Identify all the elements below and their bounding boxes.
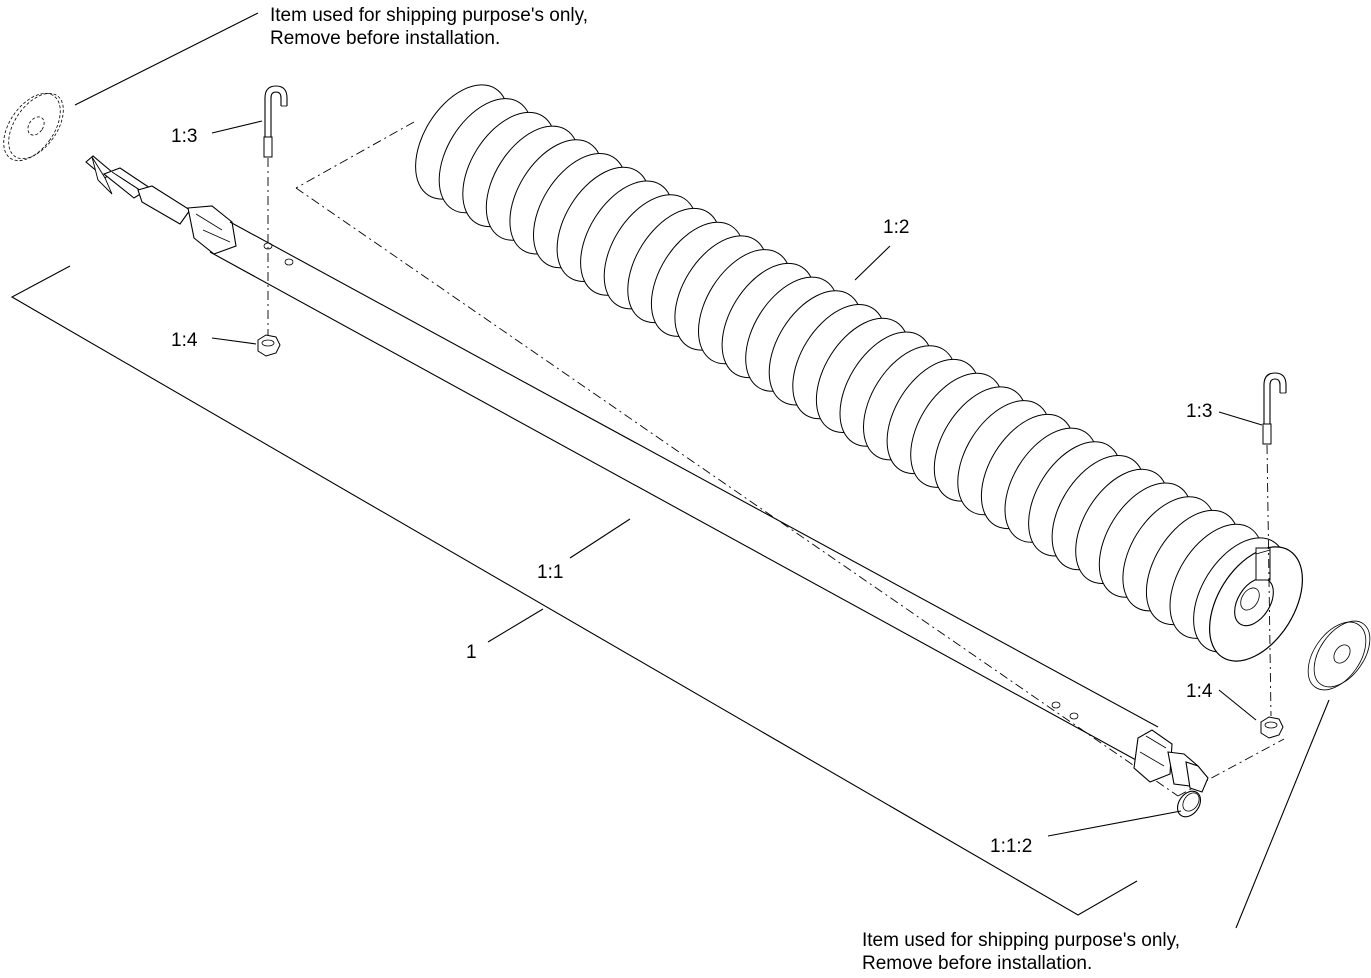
shaft	[85, 155, 1209, 793]
hex-nut-left	[257, 334, 281, 357]
callout-nut-right: 1:4	[1186, 681, 1213, 702]
roller-drum	[415, 84, 1304, 662]
callout-shaft: 1:1	[537, 562, 563, 583]
callout-assembly: 1	[466, 642, 477, 663]
callout-retaining-ring: 1:1:2	[990, 836, 1032, 857]
shipping-note-bottom-line1: Item used for shipping purpose's only,	[862, 930, 1180, 951]
assembly-bracket	[10, 265, 1138, 916]
callout-hook-left: 1:3	[171, 126, 197, 147]
callout-roller: 1:2	[883, 217, 909, 238]
shipping-note-top-line2: Remove before installation.	[270, 28, 500, 49]
callout-hook-right: 1:3	[1186, 401, 1212, 422]
callout-nut-left: 1:4	[171, 330, 198, 351]
shipping-note-bottom-line2: Remove before installation.	[862, 953, 1092, 974]
shipping-note-top-line1: Item used for shipping purpose's only,	[270, 5, 588, 26]
roller-group-outline	[295, 121, 1285, 797]
shipping-washer-left	[3, 92, 64, 161]
j-hook-right	[1262, 372, 1287, 717]
retaining-ring	[1176, 790, 1202, 818]
hex-nut-right	[1260, 716, 1284, 739]
j-hook-left	[263, 85, 288, 338]
leader-lines	[74, 12, 1330, 929]
shipping-washer-right	[1307, 620, 1371, 691]
